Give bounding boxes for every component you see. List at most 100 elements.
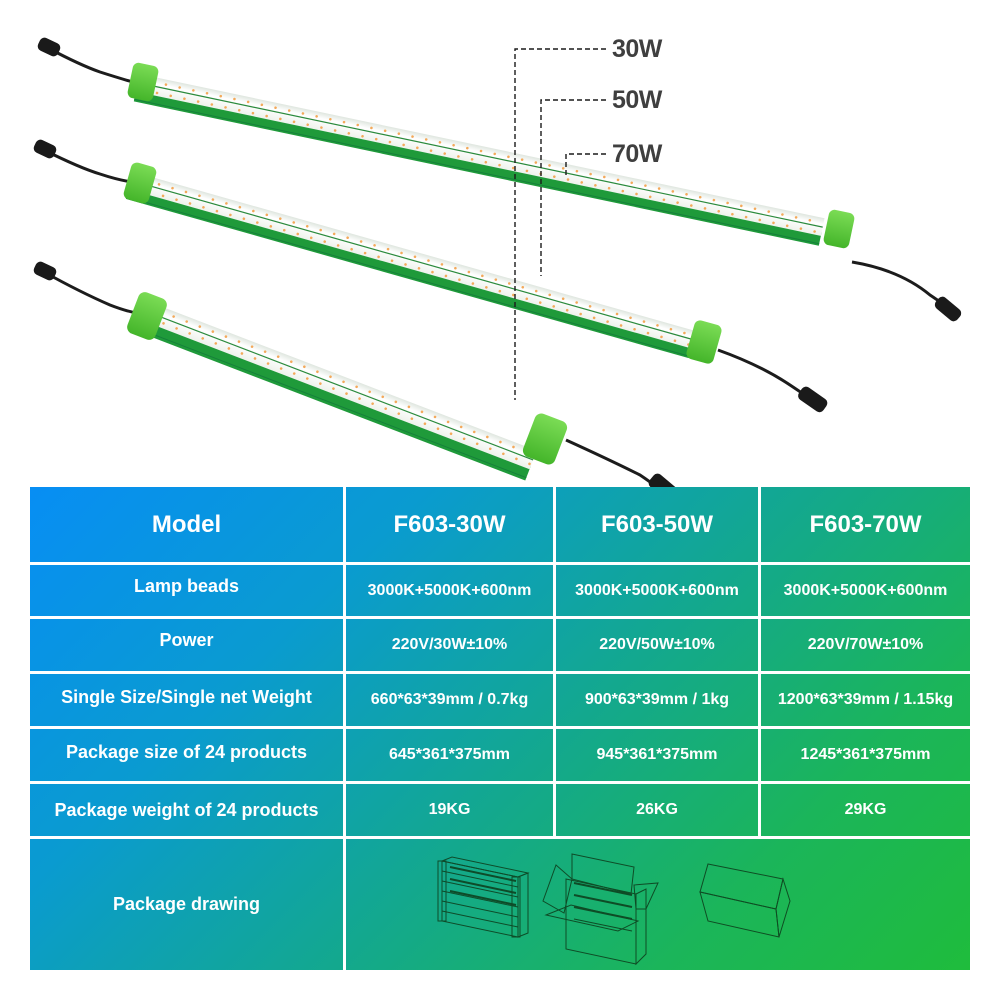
led-bead (553, 175, 556, 178)
led-bead (162, 322, 165, 325)
led-bead (301, 112, 305, 115)
led-bead (548, 293, 551, 297)
led-bead (279, 117, 282, 121)
led-bead (358, 397, 361, 400)
led-bead (498, 163, 501, 167)
led-bead (373, 244, 376, 247)
led-bead (227, 347, 231, 350)
led-bead (184, 190, 188, 194)
spec-table: Model F603-30W F603-50W F603-70W Lamp be… (30, 487, 970, 970)
led-bead (642, 320, 646, 323)
led-bead (402, 143, 405, 147)
lamp-beads-70w: 3000K+5000K+600nm (783, 581, 948, 599)
led-bead (467, 270, 471, 274)
led-bead (633, 328, 636, 331)
led-bead (157, 183, 161, 186)
led-bead (188, 202, 192, 205)
led-bead (175, 327, 178, 330)
row-label-lamp-beads: Lamp beads (133, 575, 240, 596)
led-bead (201, 337, 205, 340)
led-bead (579, 312, 582, 316)
led-bead (566, 178, 570, 181)
led-bead (424, 138, 428, 141)
led-bead (588, 305, 592, 308)
led-bead (164, 83, 168, 86)
led-bead (676, 201, 679, 204)
led-bead (169, 94, 173, 98)
led-bead (292, 221, 296, 224)
led-bead (494, 278, 498, 281)
led-bead (390, 259, 394, 262)
led-bead (263, 350, 267, 353)
led-bead (214, 342, 218, 345)
led-bead (319, 228, 322, 232)
led-bead (635, 192, 638, 196)
led-bead (427, 259, 430, 262)
led-bead (712, 198, 716, 202)
led-bead (561, 297, 565, 301)
led-bead (619, 324, 623, 327)
led-bead (305, 377, 309, 380)
led-bead (462, 437, 466, 441)
grid-hline (30, 671, 970, 674)
leader-50w (540, 99, 606, 276)
stacked-lamps-drawing (437, 856, 530, 938)
led-bead (397, 412, 401, 416)
led-bead (507, 155, 510, 159)
single-size-weight-50w: 900*63*39mm / 1kg (584, 691, 730, 708)
led-bead (178, 86, 181, 89)
led-bead (282, 228, 286, 232)
led-bead (698, 195, 702, 199)
led-bead (794, 216, 798, 219)
header-model-70w: F603-70W (809, 510, 922, 538)
grid-hline (30, 616, 970, 619)
led-bead (356, 123, 360, 127)
led-bead (511, 166, 515, 170)
led-bead (589, 172, 592, 176)
led-bead (196, 100, 200, 103)
grid-hline (30, 836, 970, 839)
led-bead (486, 435, 489, 439)
row-label-package-size: Package size of 24 products (65, 741, 308, 762)
grid-hline (30, 726, 970, 729)
callout-leader-lines (514, 48, 606, 400)
package-size-30w: 645*361*375mm (389, 746, 510, 763)
led-bead (621, 189, 625, 193)
led-bead (370, 126, 373, 130)
led-bead (342, 120, 346, 124)
led-bead (488, 447, 492, 451)
led-bead (240, 352, 244, 355)
led-bead (685, 193, 688, 196)
led-bead (662, 198, 666, 202)
led-bead (507, 282, 511, 285)
led-bead (753, 207, 757, 211)
led-bead (575, 169, 579, 173)
led-bead (289, 360, 293, 364)
led-bead (155, 91, 159, 95)
led-bead (305, 224, 309, 228)
callout-50w: 50W (612, 86, 662, 114)
led-bead (388, 140, 392, 144)
led-bead (346, 236, 349, 240)
led-bead (436, 427, 440, 431)
led-bead (224, 335, 228, 338)
led-bead (188, 332, 191, 335)
lamp-beads-30w: 3000K+5000K+600nm (367, 581, 532, 599)
open-box-drawing (542, 853, 659, 966)
led-bead (607, 186, 611, 190)
power-30w: 220V/30W±10% (391, 636, 508, 653)
led-bead (237, 340, 241, 343)
led-bead (740, 204, 743, 208)
led-bead (411, 135, 414, 138)
leader-30w (514, 48, 606, 400)
led-bead (431, 270, 434, 274)
led-bead (446, 420, 450, 424)
led-bead (717, 210, 721, 213)
led-bead (413, 255, 417, 259)
led-bead (471, 282, 475, 285)
led-bead (429, 149, 433, 153)
led-bead (238, 205, 242, 209)
led-bead (276, 355, 280, 359)
led-bead (332, 387, 335, 390)
header-model-50w: F603-50W (600, 510, 714, 538)
